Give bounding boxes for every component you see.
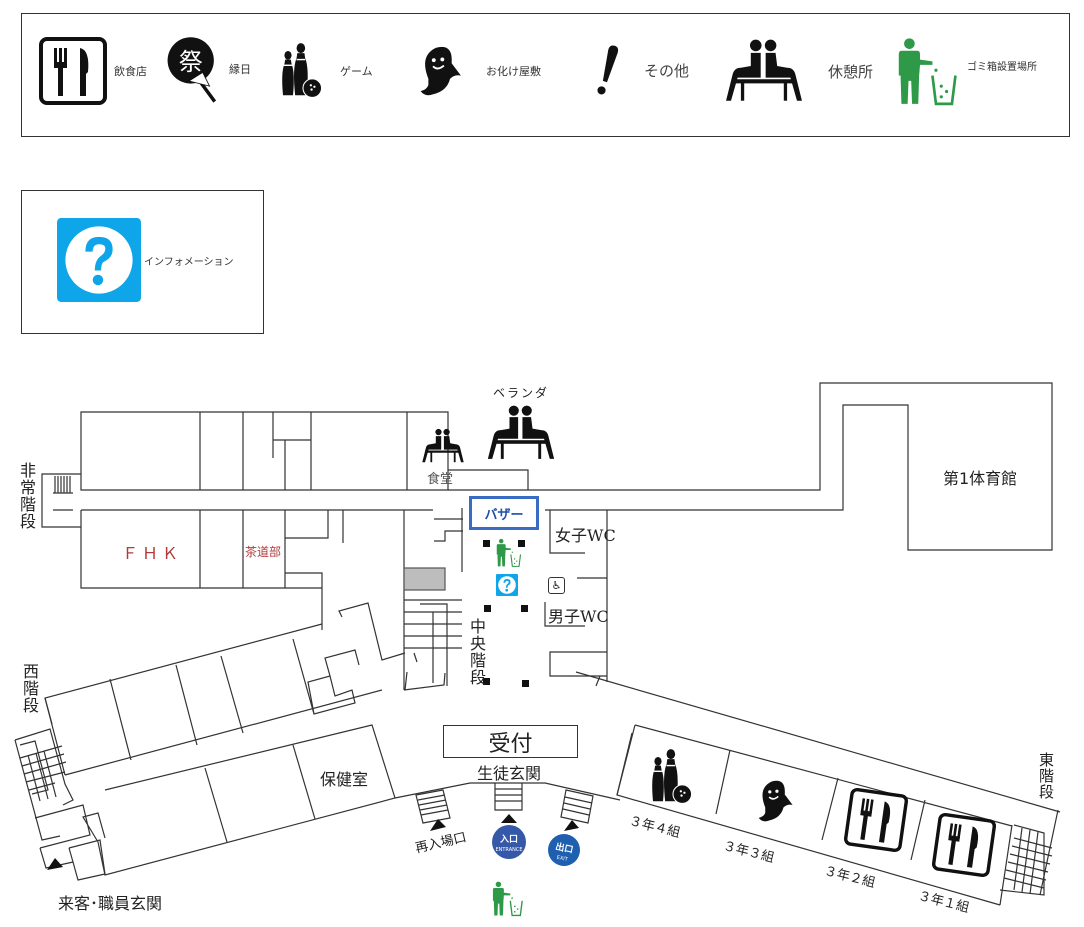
information-icon[interactable] <box>496 574 518 596</box>
east-stairs-label: 東階段 <box>1037 752 1055 800</box>
accessible-toilet-icon: ♿ <box>548 577 565 594</box>
legend-item-rest: 休憩所 <box>722 38 873 104</box>
legend-panel-info: インフォメーション <box>21 190 264 334</box>
student-entrance-label: 生徒玄関 <box>477 764 542 783</box>
ghost-icon <box>752 775 798 827</box>
womens-wc-label: 女子WC <box>555 526 616 545</box>
restaurant-icon <box>842 786 910 854</box>
nurse-office-label: 保健室 <box>320 770 369 789</box>
entrance-badge-en: ENTRANCE <box>495 847 523 853</box>
rest-area-icon <box>420 428 466 464</box>
fhk-room-label: ＦＨＫ <box>122 544 183 563</box>
arrow-up-icon <box>501 814 517 823</box>
guest-entrance-label: 来客･職員玄関 <box>58 894 163 913</box>
trash-bin-icon <box>492 880 524 918</box>
legend-label: お化け屋敷 <box>486 65 541 78</box>
arrow-up-icon <box>47 858 63 870</box>
entrance-badge[interactable]: 入口 ENTRANCE <box>492 825 526 859</box>
legend-label: 飲食店 <box>114 65 147 78</box>
reception-label: 受付 <box>488 731 533 757</box>
legend-item-game: ゲーム <box>278 42 373 100</box>
restaurant-icon <box>930 811 998 879</box>
legend-item-restaurant: 飲食店 <box>38 36 147 106</box>
mens-wc-label: 男子WC <box>548 607 609 626</box>
entrance-arrows <box>47 814 579 870</box>
legend-label: 縁日 <box>229 63 251 76</box>
arrow-up-icon <box>564 820 579 831</box>
bazaar-box[interactable]: バザー <box>469 496 539 530</box>
gym-label: 第1体育館 <box>943 469 1018 488</box>
legend-label: その他 <box>644 61 690 80</box>
arrow-up-icon <box>430 819 446 831</box>
bowling-icon <box>648 748 698 806</box>
veranda-label: ベランダ <box>493 386 550 400</box>
legend-item-info: インフォメーション <box>57 218 234 302</box>
legend-item-haunted: お化け屋敷 <box>412 40 541 102</box>
legend-label: 休憩所 <box>828 62 874 81</box>
emergency-stairs-label: 非常階段 <box>17 462 36 530</box>
legend-item-other: その他 <box>592 38 689 102</box>
festival-fan-icon: 祭 <box>167 37 217 103</box>
cafeteria-label: 食堂 <box>427 472 454 487</box>
fan-text: 祭 <box>179 48 203 76</box>
entrance-badge-jp: 入口 <box>499 835 518 845</box>
legend-label: ゴミ箱設置場所 <box>967 61 1037 73</box>
reception-box[interactable]: 受付 <box>443 725 578 758</box>
floor-walls <box>14 382 1061 906</box>
legend-item-trash: ゴミ箱設置場所 <box>897 36 1037 108</box>
rest-area-icon <box>485 404 557 462</box>
legend-label: インフォメーション <box>144 256 234 268</box>
central-stairs-label: 中央階段 <box>467 618 486 686</box>
legend-panel: 飲食店 祭 縁日 ゲーム お化け屋敷 その他 休憩所 ゴミ箱設置場所 <box>21 13 1070 137</box>
tea-club-label: 茶道部 <box>245 545 282 559</box>
pillars <box>483 540 529 687</box>
bazaar-label: バザー <box>484 507 524 523</box>
legend-label: ゲーム <box>340 65 373 78</box>
trash-bin-icon <box>496 538 522 568</box>
west-stairs-label: 西階段 <box>20 663 39 714</box>
legend-item-festival: 祭 縁日 <box>165 34 251 104</box>
